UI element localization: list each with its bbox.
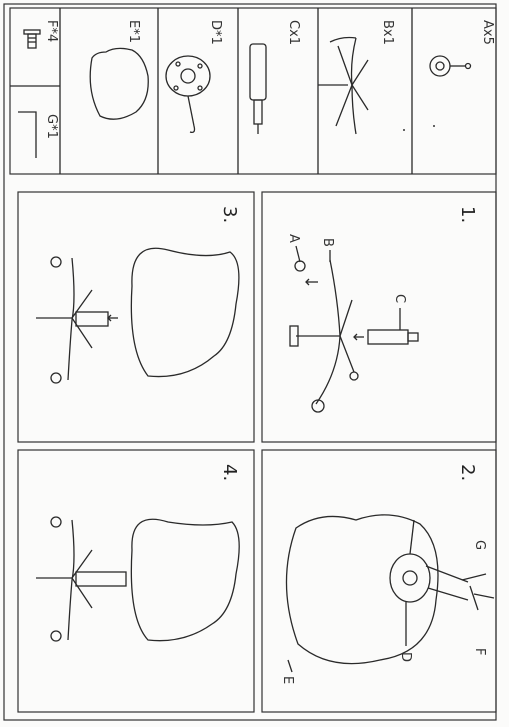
step-1-drawing	[289, 259, 419, 413]
svg-text:F: F	[472, 648, 487, 655]
svg-text:B: B	[320, 238, 335, 247]
part-label-f: F*4	[44, 20, 59, 42]
part-label-a: Ax5	[480, 20, 495, 45]
part-label-c: Cx1	[286, 20, 301, 45]
step-1-number: 1.	[457, 206, 478, 223]
svg-text:D: D	[398, 652, 413, 662]
step-3-drawing	[36, 247, 240, 384]
svg-text:Ax5: Ax5	[480, 20, 495, 45]
svg-text:C: C	[392, 294, 407, 303]
step-1-callout-c: C	[392, 294, 407, 303]
svg-text:Cx1: Cx1	[286, 20, 301, 45]
svg-text:E: E	[280, 676, 295, 684]
star-base-part	[318, 36, 405, 135]
step-2-panel	[261, 449, 497, 713]
part-label-b: Bx1	[380, 20, 395, 45]
svg-text:D*1: D*1	[208, 20, 223, 45]
parts-table	[9, 7, 497, 175]
step-3-number: 3.	[219, 206, 240, 223]
svg-text:1.: 1.	[457, 206, 478, 223]
svg-text:3.: 3.	[219, 206, 240, 223]
screw-part	[23, 29, 41, 49]
svg-text:4.: 4.	[219, 464, 240, 481]
step-2-callout-d: D	[398, 652, 413, 662]
step-2-callout-f: F	[472, 648, 487, 655]
svg-text:E*1: E*1	[126, 20, 141, 43]
step-2-callout-e: E	[280, 676, 295, 684]
sheet-border	[3, 3, 497, 721]
svg-text:G*1: G*1	[44, 114, 59, 139]
step-2-drawing	[285, 514, 495, 665]
step-4-number: 4.	[219, 464, 240, 481]
allen-key-part	[18, 111, 37, 158]
step-4-panel	[17, 449, 255, 713]
svg-text:A: A	[286, 234, 301, 243]
part-label-g: G*1	[44, 114, 59, 139]
mechanism-part	[165, 55, 211, 134]
step-1-callout-b: B	[320, 238, 335, 247]
step-1-callout-a: A	[286, 234, 301, 243]
svg-text:G: G	[472, 540, 487, 550]
part-label-e: E*1	[126, 20, 141, 43]
step-1-panel	[261, 191, 497, 443]
svg-text:2.: 2.	[457, 464, 478, 481]
step-2-callout-g: G	[472, 540, 487, 550]
part-label-d: D*1	[208, 20, 223, 45]
svg-text:Bx1: Bx1	[380, 20, 395, 45]
caster-part	[429, 55, 472, 127]
step-2-number: 2.	[457, 464, 478, 481]
svg-text:F*4: F*4	[44, 20, 59, 42]
step-4-drawing	[36, 516, 240, 642]
gas-lift-part	[249, 43, 267, 134]
seat-part	[89, 47, 149, 120]
step-3-panel	[17, 191, 255, 443]
